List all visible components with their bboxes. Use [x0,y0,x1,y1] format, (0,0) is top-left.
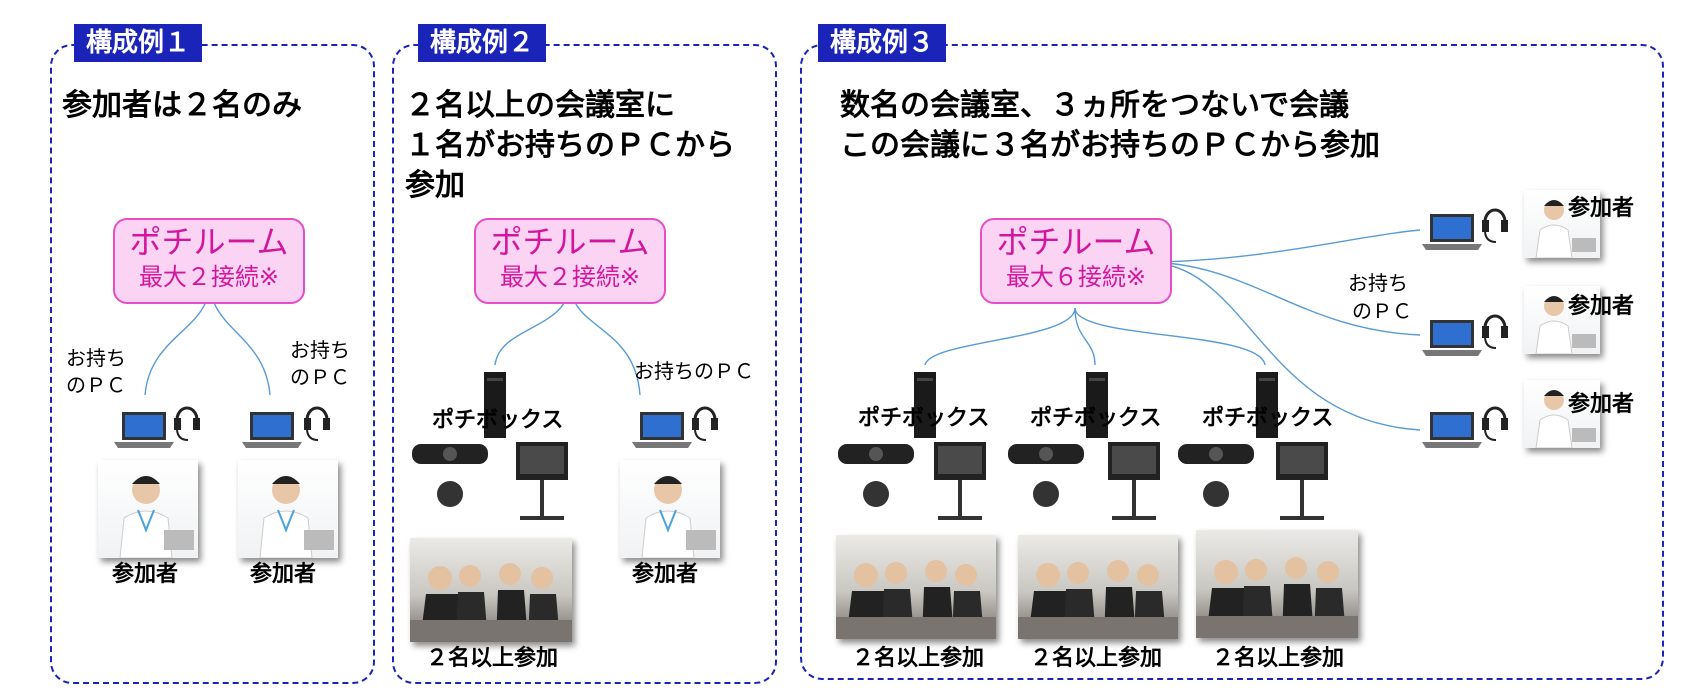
pc-label-1b: のＰＣ [66,373,126,397]
pc-label: のＰＣ [1352,299,1412,323]
panel-1-title: 参加者は２名のみ [62,88,302,123]
conference-camera-icon [1006,440,1086,510]
pc-label-1a: お持ち [66,346,126,370]
headset-icon [1480,306,1510,352]
laptop-icon [240,410,304,450]
participant-photo [1524,380,1600,448]
room-max-connections: 最大２接続※ [138,263,280,291]
participant-photo [620,460,720,558]
config-panel-2 [392,44,777,684]
conference-camera-icon [836,440,916,510]
laptop-icon [112,410,176,450]
group-caption: ２名以上参加 [1212,646,1345,671]
box-label: ポチボックス [858,406,990,431]
participant-label: 参加者 [112,562,179,587]
config-tab-3: 構成例３ [818,24,947,62]
group-photo [410,538,572,642]
panel-2-title-line3: 参加 [405,168,465,203]
config-tab-1: 構成例１ [74,24,203,62]
group-caption: ２名以上参加 [426,646,559,671]
config-panel-1 [50,44,375,684]
participant-label: 参加者 [1568,196,1635,221]
conference-camera-icon [410,440,490,510]
room-box-1: ポチルーム 最大２接続※ [113,218,305,304]
panel-2-title-line1: ２名以上の会議室に [405,88,675,123]
room-name: ポチルーム [996,223,1156,261]
group-photo [836,535,996,639]
room-box-2: ポチルーム 最大２接続※ [474,218,666,304]
room-name: ポチルーム [129,223,289,261]
laptop-icon [1420,410,1484,450]
headset-icon [690,398,720,444]
participant-label: 参加者 [632,562,699,587]
participant-photo [238,460,338,558]
headset-icon [302,398,332,444]
box-label: ポチボックス [432,408,564,433]
pc-tower-icon [1254,370,1280,440]
config-tab-2: 構成例２ [418,24,547,62]
group-photo [1018,535,1178,639]
group-caption: ２名以上参加 [1030,646,1163,671]
headset-icon [1480,398,1510,444]
headset-icon [1480,200,1510,246]
monitor-stand-icon [1104,440,1164,526]
panel-2-title-line2: １名がお持ちのＰＣから [405,128,735,163]
participant-label: 参加者 [1568,294,1635,319]
participant-photo [1524,190,1600,258]
participant-photo [1524,286,1600,354]
laptop-icon [1420,212,1484,252]
laptop-icon [1420,318,1484,358]
room-max-connections: 最大６接続※ [1005,263,1147,291]
pc-label: お持ちのＰＣ [634,359,754,383]
pc-tower-icon [912,370,938,440]
room-max-connections: 最大２接続※ [499,263,641,291]
box-label: ポチボックス [1202,406,1334,431]
box-label: ポチボックス [1030,406,1162,431]
conference-camera-icon [1176,440,1256,510]
pc-label: お持ち [1348,271,1408,295]
room-name: ポチルーム [490,223,650,261]
participant-label: 参加者 [1568,392,1635,417]
monitor-stand-icon [1272,440,1332,526]
group-photo [1196,530,1358,638]
pc-label-2a: お持ち [290,338,350,362]
panel-3-title-line2: この会議に３名がお持ちのＰＣから参加 [840,128,1380,163]
config-panel-3 [800,44,1664,680]
monitor-stand-icon [512,440,572,526]
participant-photo [98,460,198,558]
group-caption: ２名以上参加 [852,646,985,671]
participant-label: 参加者 [250,562,317,587]
headset-icon [172,398,202,444]
panel-3-title-line1: 数名の会議室、３ヵ所をつないで会議 [840,88,1350,123]
pc-label-2b: のＰＣ [290,365,350,389]
monitor-stand-icon [930,440,990,526]
laptop-icon [630,410,694,450]
pc-tower-icon [1084,370,1110,440]
room-box-3: ポチルーム 最大６接続※ [980,218,1172,304]
pc-tower-icon [482,370,508,440]
